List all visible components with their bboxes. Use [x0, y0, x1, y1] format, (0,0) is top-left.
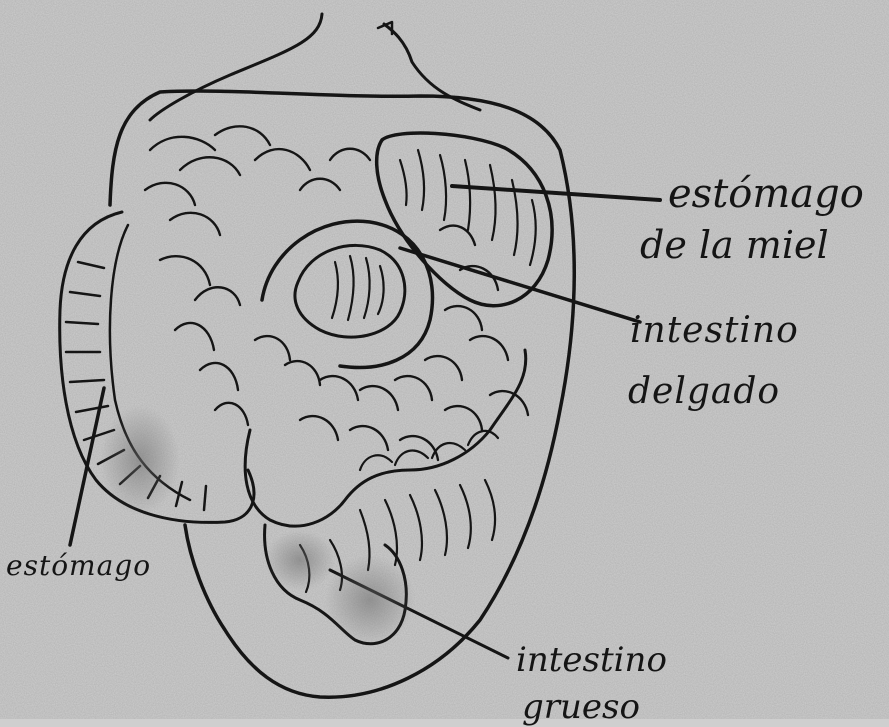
label-small-intestine-line1: intestino [630, 313, 799, 349]
label-large-intestine-line1: intestino [516, 643, 667, 677]
label-small-intestine-line2: delgado [628, 374, 780, 410]
label-stomach: estómago [6, 552, 151, 580]
shading-stomach [100, 405, 180, 515]
label-honey-stomach-line2: de la miel [640, 226, 829, 264]
label-honey-stomach-line1: estómago [668, 174, 864, 214]
shading-rectum [325, 555, 415, 645]
shading-coil [265, 530, 335, 590]
